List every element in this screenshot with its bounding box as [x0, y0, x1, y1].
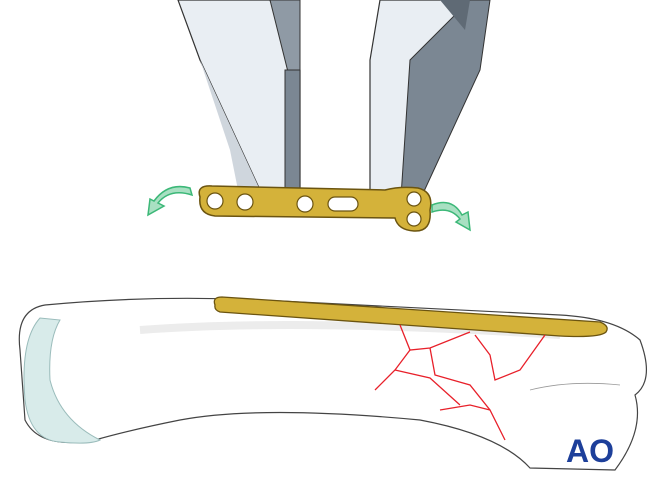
ao-logo: AO	[566, 433, 614, 469]
pliers-right-jaw	[369, 0, 491, 213]
bone-plate-bent	[198, 185, 432, 232]
pliers-left-jaw	[177, 0, 301, 211]
bend-arrow-right-icon	[431, 201, 471, 232]
bone-plate-applied	[213, 296, 608, 338]
fracture-lines	[374, 324, 546, 441]
bend-arrow-left-icon	[147, 185, 194, 217]
